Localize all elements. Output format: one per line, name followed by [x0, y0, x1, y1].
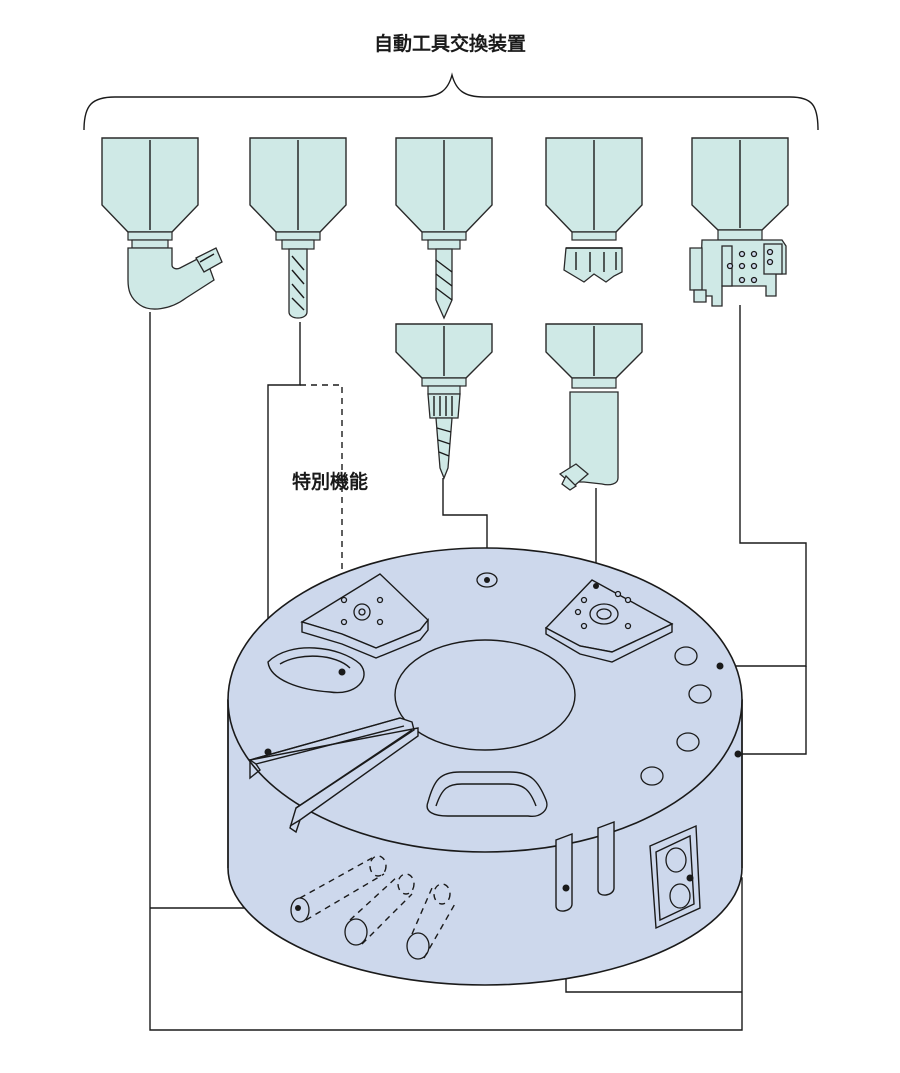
angle-head-holder [101, 137, 223, 310]
gripper-holder [689, 137, 789, 307]
end-mill-holder [249, 137, 347, 319]
diagram-title: 自動工具交換装置 [374, 32, 526, 55]
special-function-label: 特別機能 [292, 470, 368, 493]
base-body [227, 547, 743, 986]
tap-holder [395, 323, 493, 480]
group-brace [83, 72, 819, 131]
face-mill-holder [545, 137, 643, 283]
drill-holder-top [395, 137, 493, 320]
boring-bar-holder [545, 323, 643, 491]
